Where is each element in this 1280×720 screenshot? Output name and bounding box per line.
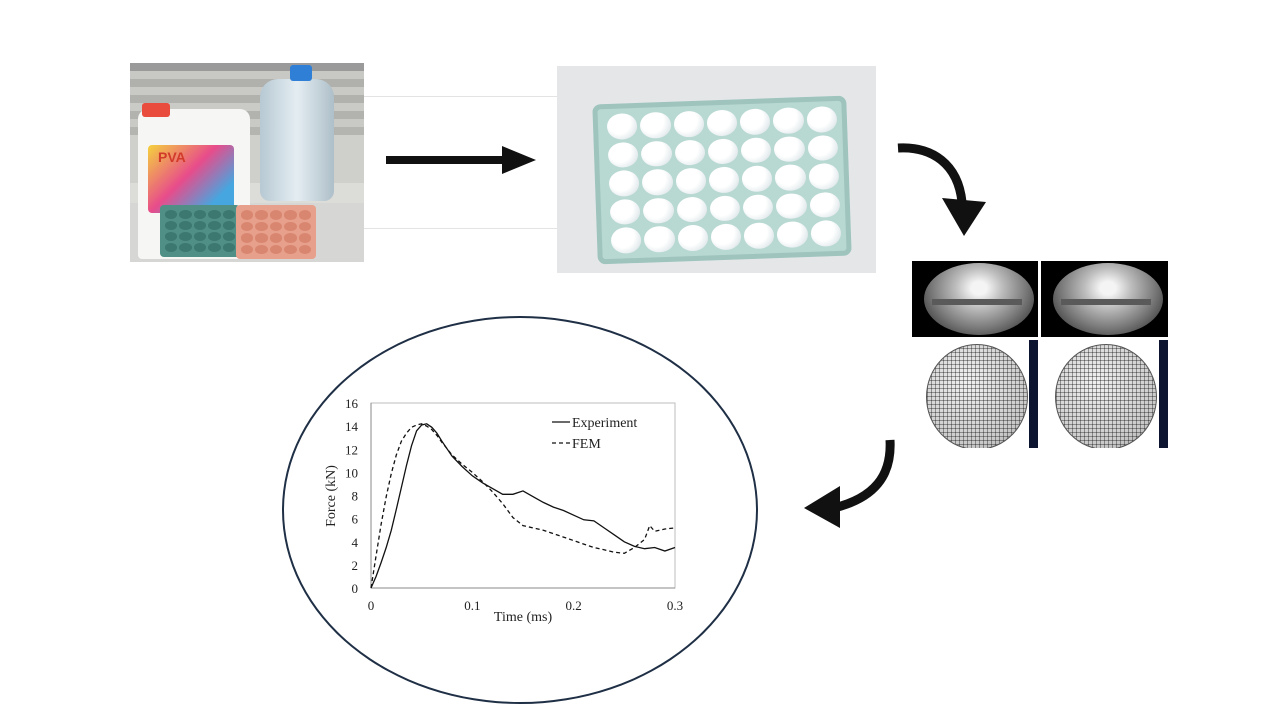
y-tick-labels: 0 2 4 6 8 10 12 14 16: [345, 396, 359, 596]
mold-tray-pink: [236, 205, 316, 259]
connector-line: [364, 96, 557, 97]
x-axis-label: Time (ms): [494, 610, 553, 625]
x-tick-label: 0.2: [566, 598, 582, 613]
mold-tray-green: [160, 205, 240, 257]
x-tick-labels: 0 0.1 0.2 0.3: [368, 598, 683, 613]
y-tick-label: 8: [352, 489, 359, 504]
x-tick-label: 0.1: [464, 598, 480, 613]
y-tick-label: 0: [352, 581, 359, 596]
chart-ellipse-frame: [282, 316, 758, 704]
y-tick-label: 14: [345, 419, 359, 434]
fem-model-1: [912, 340, 1038, 448]
y-tick-label: 16: [345, 396, 359, 411]
legend-label-fem: FEM: [572, 437, 601, 452]
y-axis-label: Force (kN): [324, 465, 339, 527]
right-arrow-icon: [386, 146, 536, 174]
chart-series: [370, 423, 676, 589]
ball-tray: [592, 95, 852, 265]
materials-photo: PVA: [130, 63, 364, 262]
fem-model-2: [1041, 340, 1168, 448]
y-tick-label: 6: [352, 512, 359, 527]
canister-label: PVA: [158, 149, 186, 165]
high-speed-frame-1: [912, 261, 1038, 337]
chart-axes: [370, 402, 676, 589]
y-tick-label: 4: [352, 535, 359, 550]
hail-balls-photo: [557, 66, 876, 273]
x-tick-label: 0.3: [667, 598, 683, 613]
connector-line: [364, 228, 557, 229]
legend-label-experiment: Experiment: [572, 416, 637, 431]
y-tick-label: 10: [345, 465, 358, 480]
series-line-experiment: [370, 423, 676, 589]
y-tick-label: 12: [345, 442, 358, 457]
series-line-fem: [370, 423, 676, 589]
high-speed-frame-2: [1041, 261, 1168, 337]
x-tick-label: 0: [368, 598, 375, 613]
water-bottle: [260, 79, 334, 201]
curved-arrow-down-icon: [897, 143, 986, 236]
force-time-chart: 0 2 4 6 8 10 12 14 16 0 0.1 0.2 0.3 Time (ms) Force…: [324, 396, 683, 625]
y-tick-label: 2: [352, 558, 359, 573]
curved-arrow-left-icon: [804, 439, 895, 528]
